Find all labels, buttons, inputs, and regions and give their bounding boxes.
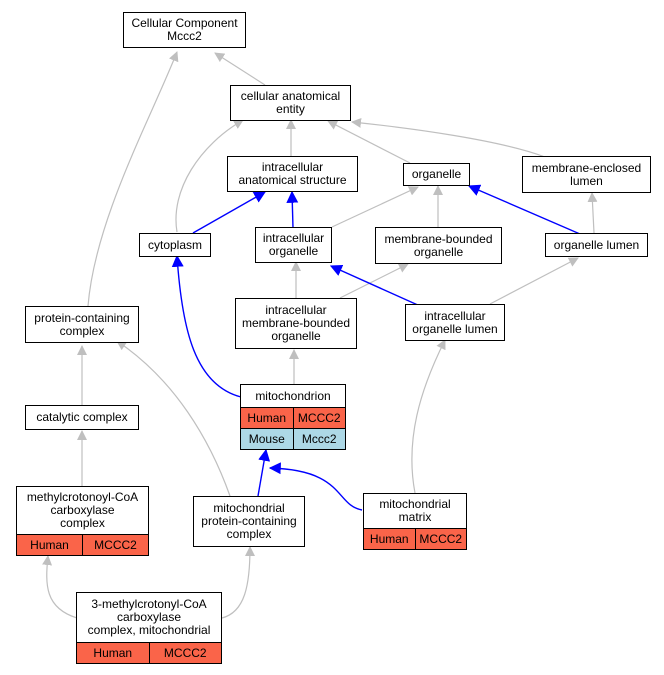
node-cellular-component[interactable]: Cellular Component Mccc2 bbox=[123, 12, 246, 48]
species-row-mouse: Mouse Mccc2 bbox=[241, 428, 345, 449]
edge-iol-to-ol bbox=[489, 257, 579, 305]
node-label: intracellular membrane-bounded organelle bbox=[241, 303, 351, 343]
node-mitochondrial-protein-containing-complex[interactable]: mitochondrial protein-containing complex bbox=[193, 496, 305, 547]
node-label: mitochondrial matrix bbox=[379, 497, 451, 524]
node-intracellular-anatomical-structure[interactable]: intracellular anatomical structure bbox=[227, 156, 358, 192]
gene-cell: MCCC2 bbox=[82, 535, 148, 555]
node-intracellular-membrane-bounded-organelle[interactable]: intracellular membrane-bounded organelle bbox=[235, 298, 357, 349]
node-label: membrane-enclosed lumen bbox=[531, 160, 642, 188]
species-cell: Human bbox=[17, 535, 82, 555]
node-label: cytoplasm bbox=[147, 237, 203, 252]
species-row-human: Human MCCC2 bbox=[364, 528, 466, 549]
node-label: organelle bbox=[411, 167, 462, 181]
edge-imbo-to-mbo bbox=[339, 263, 409, 299]
gene-cell: MCCC2 bbox=[414, 529, 466, 549]
node-label: methylcrotonoyl-CoA carboxylase complex bbox=[26, 490, 139, 530]
edge-mpcc-to-mito-highlight bbox=[257, 448, 271, 497]
node-label: mitochondrial protein-containing complex bbox=[201, 501, 297, 541]
edge-3mcc-to-mpcc bbox=[221, 546, 255, 619]
edge-io-to-org bbox=[331, 186, 419, 228]
node-organelle-lumen[interactable]: organelle lumen bbox=[545, 233, 648, 257]
node-intracellular-organelle[interactable]: intracellular organelle bbox=[255, 227, 332, 263]
species-cell: Mouse bbox=[241, 429, 293, 449]
node-cellular-anatomical-entity[interactable]: cellular anatomical entity bbox=[230, 85, 351, 121]
edge-mm-to-mito-highlight bbox=[268, 462, 363, 511]
node-label: mitochondrion bbox=[255, 388, 331, 403]
node-label: 3-methylcrotonyl-CoA carboxylase complex… bbox=[87, 597, 211, 637]
species-row-human: Human MCCC2 bbox=[17, 534, 148, 555]
edge-cyto-to-ias-highlight bbox=[192, 191, 267, 234]
node-label: catalytic complex bbox=[36, 410, 128, 424]
node-membrane-bounded-organelle[interactable]: membrane-bounded organelle bbox=[375, 227, 502, 264]
edge-cae-to-cc bbox=[214, 52, 266, 86]
node-methylcrotonoyl-coa-carboxylase-complex[interactable]: methylcrotonoyl-CoA carboxylase complex … bbox=[16, 486, 149, 556]
node-cytoplasm[interactable]: cytoplasm bbox=[139, 233, 211, 257]
node-label: cellular anatomical entity bbox=[240, 89, 341, 116]
edge-mm-to-iol bbox=[411, 339, 446, 494]
node-label: organelle lumen bbox=[553, 237, 640, 252]
node-label: intracellular anatomical structure bbox=[238, 160, 347, 187]
edge-org-to-cae bbox=[327, 120, 411, 164]
node-intracellular-organelle-lumen[interactable]: intracellular organelle lumen bbox=[405, 304, 505, 341]
gene-cell: MCCC2 bbox=[148, 643, 221, 663]
node-label: membrane-bounded organelle bbox=[384, 231, 493, 259]
node-label: intracellular organelle bbox=[262, 231, 325, 258]
node-mitochondrion[interactable]: mitochondrion Human MCCC2 Mouse Mccc2 bbox=[240, 384, 346, 450]
edge-iol-to-io-highlight bbox=[329, 264, 421, 307]
node-protein-containing-complex[interactable]: protein-containing complex bbox=[25, 306, 139, 343]
edge-ol-to-mel bbox=[587, 192, 598, 234]
node-membrane-enclosed-lumen[interactable]: membrane-enclosed lumen bbox=[522, 156, 651, 193]
node-label: protein-containing complex bbox=[34, 310, 130, 338]
gene-cell: Mccc2 bbox=[292, 429, 345, 449]
species-cell: Human bbox=[364, 529, 415, 549]
node-label: Cellular Component Mccc2 bbox=[131, 16, 238, 43]
node-label: intracellular organelle lumen bbox=[412, 308, 498, 336]
gene-cell: MCCC2 bbox=[292, 408, 345, 428]
species-cell: Human bbox=[241, 408, 293, 428]
edge-mito-to-cyto-highlight bbox=[171, 254, 242, 398]
edge-ol-to-org-highlight bbox=[467, 184, 581, 235]
edge-cyto-to-cae bbox=[175, 119, 244, 233]
edge-mel-to-cae bbox=[351, 117, 546, 158]
node-catalytic-complex[interactable]: catalytic complex bbox=[25, 405, 139, 430]
edge-3mcc-to-mcc bbox=[42, 555, 78, 619]
node-organelle[interactable]: organelle bbox=[403, 163, 470, 186]
species-cell: Human bbox=[77, 643, 149, 663]
species-row-human: Human MCCC2 bbox=[77, 642, 221, 663]
edge-mpcc-to-pcc bbox=[116, 340, 231, 497]
node-3-methylcrotonyl-coa-carboxylase-complex-mitochondrial[interactable]: 3-methylcrotonyl-CoA carboxylase complex… bbox=[76, 592, 222, 664]
edge-pcc-to-cc bbox=[87, 51, 179, 307]
edge-io-to-ias-highlight bbox=[286, 190, 299, 229]
species-row-human: Human MCCC2 bbox=[241, 407, 345, 428]
node-mitochondrial-matrix[interactable]: mitochondrial matrix Human MCCC2 bbox=[363, 493, 467, 550]
